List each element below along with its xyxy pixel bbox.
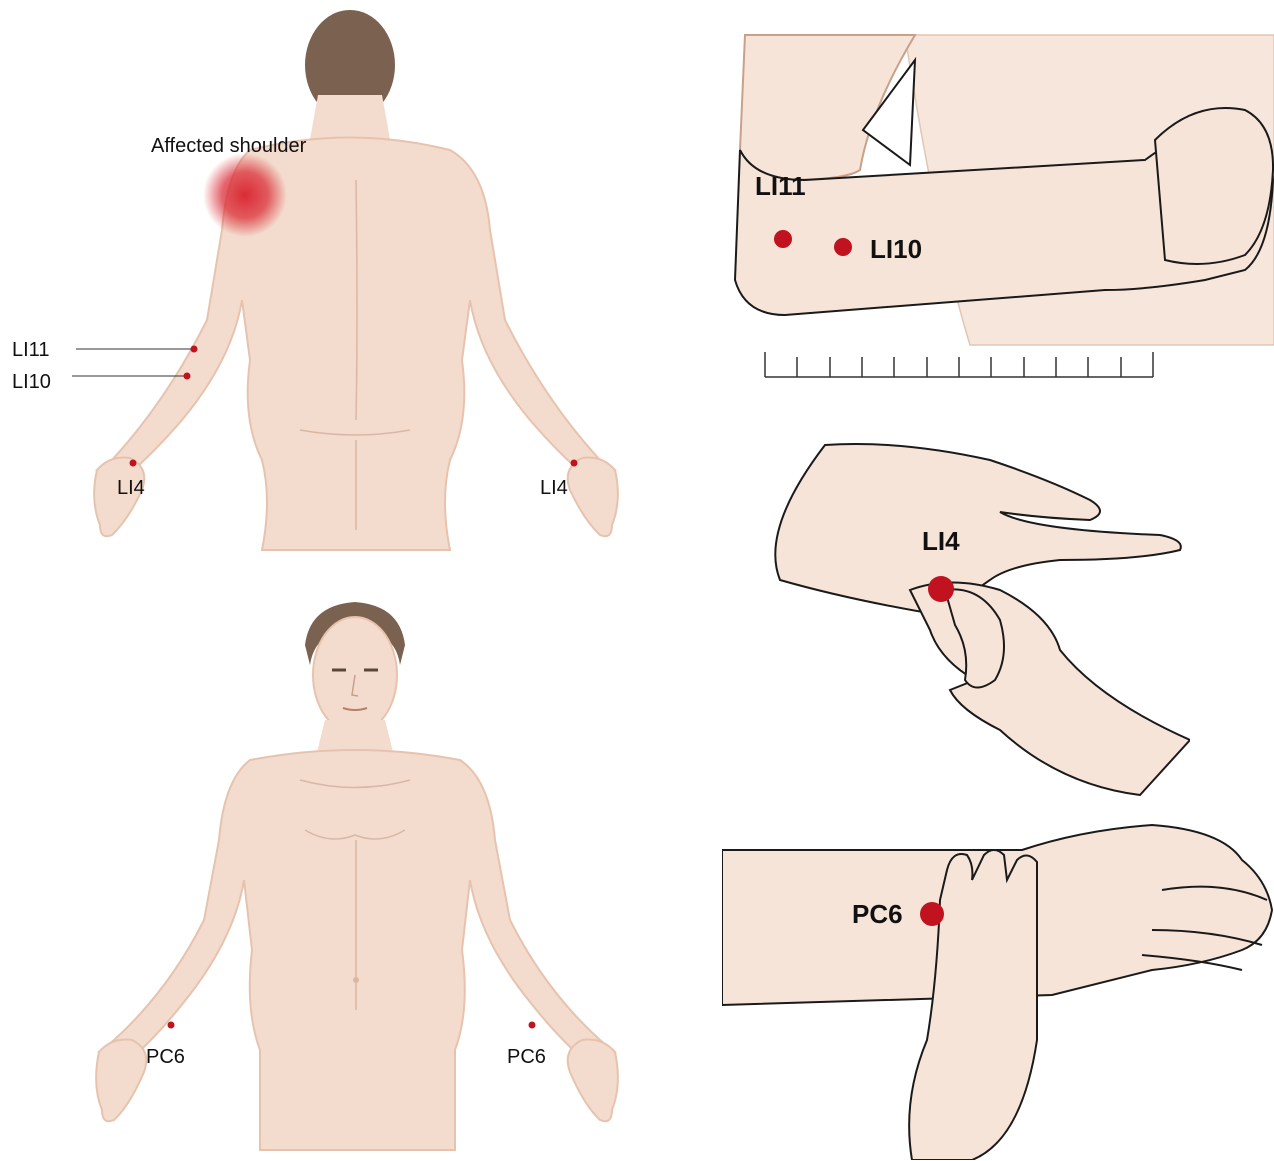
back-view-figure: Affected shoulder LI11 LI10 LI4 LI4 (0, 0, 640, 560)
elbow-illustration: LI11 LI10 (725, 30, 1274, 390)
li4-left-label: LI4 (117, 477, 145, 499)
pc6-right-point (529, 1022, 536, 1029)
hand-illustration: LI4 (760, 440, 1190, 800)
hand-detail-figure: LI4 (760, 440, 1190, 800)
li10-point (184, 373, 191, 380)
pc6-right-label: PC6 (507, 1046, 546, 1068)
li10-label: LI10 (12, 371, 51, 393)
li4-right-label: LI4 (540, 477, 568, 499)
li11-point (774, 230, 792, 248)
li10-label: LI10 (870, 234, 922, 264)
li11-label: LI11 (755, 171, 806, 201)
wrist-detail-figure: PC6 (722, 820, 1274, 1160)
li4-label: LI4 (922, 526, 960, 556)
pc6-left-label: PC6 (146, 1046, 185, 1068)
li11-point (191, 346, 198, 353)
measurement-ruler (765, 352, 1153, 377)
li4-right-point (571, 460, 578, 467)
wrist-illustration: PC6 (722, 820, 1274, 1160)
front-body (99, 750, 615, 1150)
front-body-illustration: PC6 PC6 (0, 590, 640, 1160)
pc6-label: PC6 (852, 899, 903, 929)
li10-point (834, 238, 852, 256)
affected-shoulder-highlight (203, 153, 287, 237)
front-view-figure: PC6 PC6 (0, 590, 640, 1160)
li4-left-point (130, 460, 137, 467)
fist (1155, 108, 1273, 264)
elbow-detail-figure: LI11 LI10 (725, 30, 1274, 390)
li4-point (928, 576, 954, 602)
back-body-illustration: Affected shoulder LI11 LI10 LI4 LI4 (0, 0, 640, 560)
affected-shoulder-label: Affected shoulder (151, 135, 307, 157)
pc6-point (920, 902, 944, 926)
pc6-left-point (168, 1022, 175, 1029)
li11-label: LI11 (12, 339, 49, 361)
